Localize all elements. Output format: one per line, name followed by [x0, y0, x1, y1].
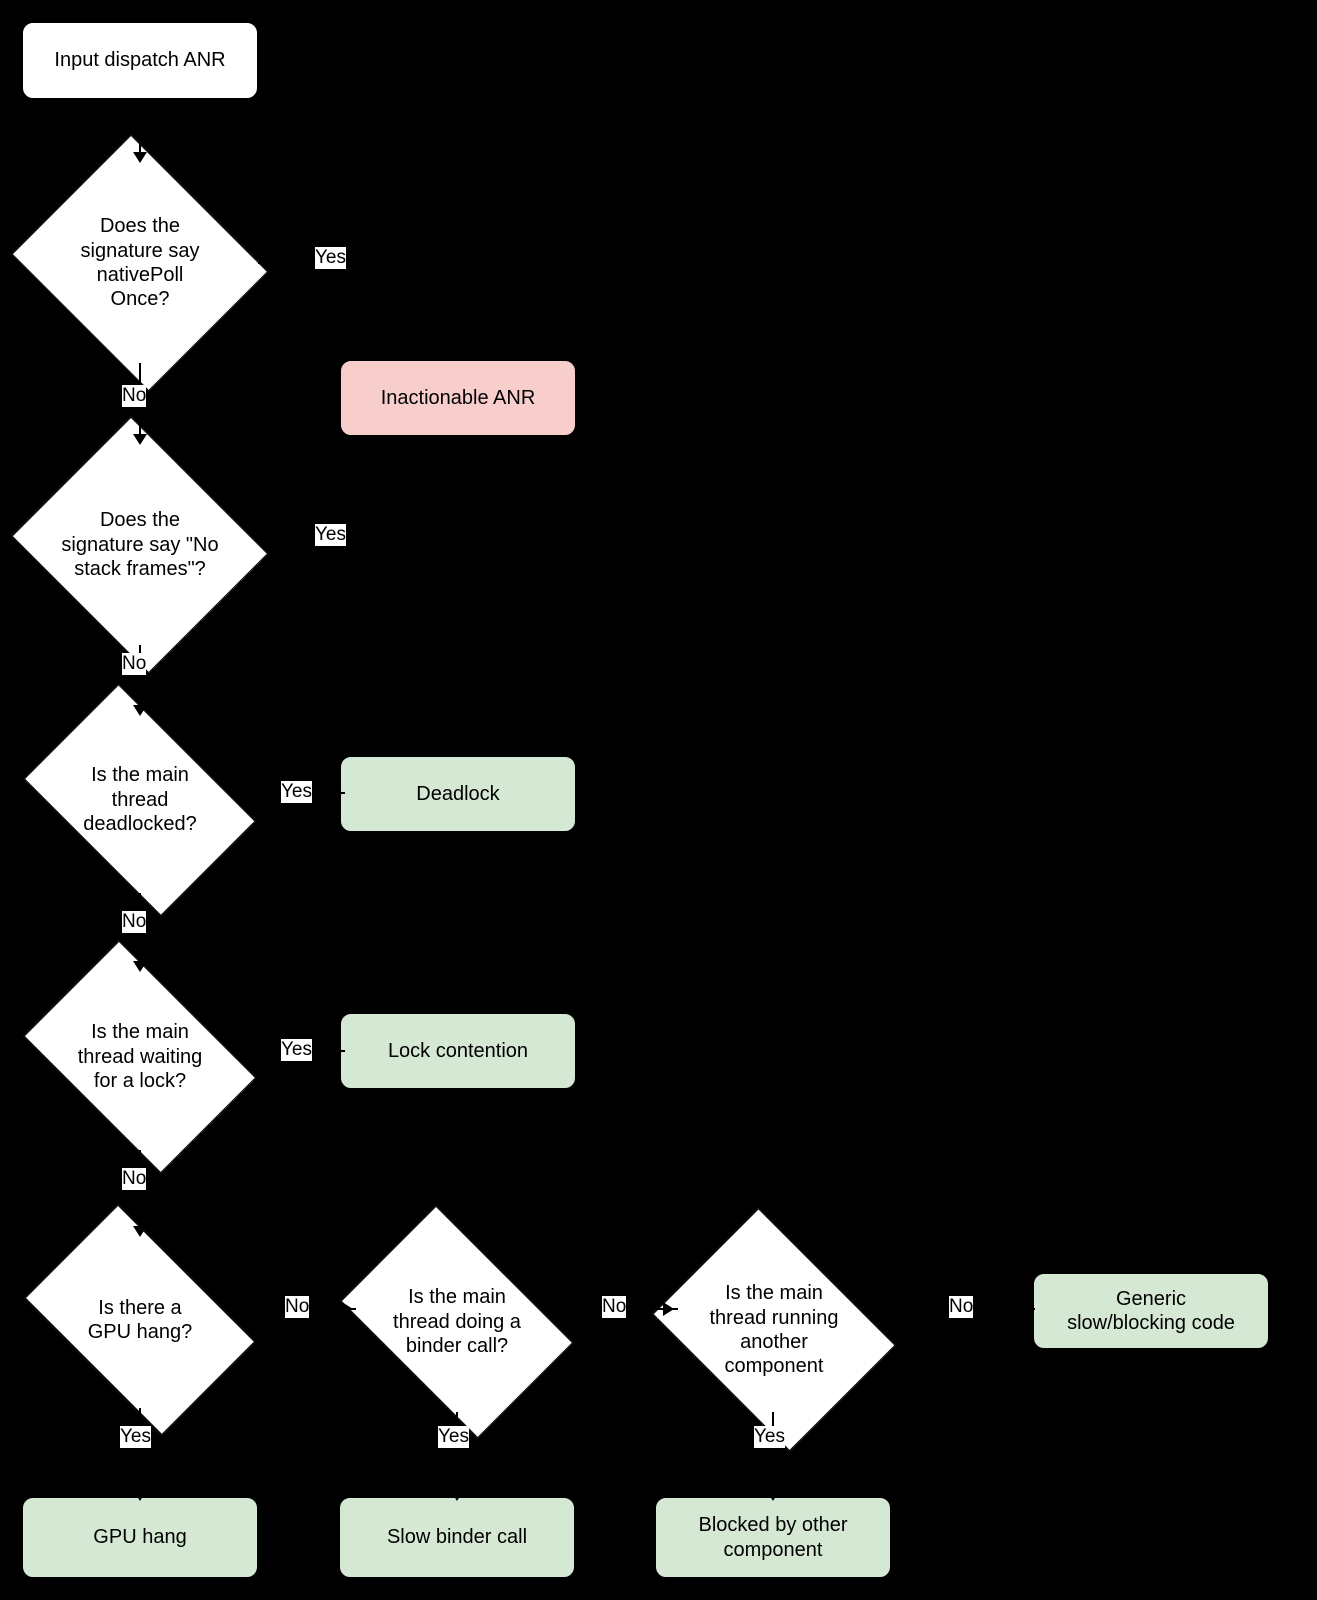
arrow-binder-yes — [450, 1490, 464, 1501]
arrow-deadlocked-no — [133, 961, 147, 972]
node-label: Is the main thread waiting for a lock? — [77, 1021, 203, 1093]
node-question-binder-call[interactable]: Is the main thread doing a binder call? — [321, 1205, 593, 1439]
node-input-dispatch-anr[interactable]: Input dispatch ANR — [22, 22, 258, 99]
edge-nativepoll-yes — [258, 262, 458, 264]
edge-label-binder-no: No — [602, 1296, 627, 1318]
edge-label-gpuhang-no: No — [285, 1296, 310, 1318]
edge-label-deadlocked-yes: Yes — [281, 781, 312, 803]
edge-gpuhang-yes — [139, 1408, 141, 1492]
node-lock-contention[interactable]: Lock contention — [340, 1013, 576, 1089]
edge-label-gpuhang-yes: Yes — [120, 1426, 151, 1448]
edge-binder-no — [580, 1308, 678, 1310]
node-label: Lock contention — [387, 1039, 529, 1062]
node-label: Does the signature say "No stack frames"… — [61, 509, 219, 581]
arrow-gpuhang-yes — [133, 1490, 147, 1501]
node-label: Generic slow/blocking code — [1067, 1287, 1235, 1334]
node-blocked-by-other-component[interactable]: Blocked by other component — [655, 1497, 891, 1578]
edge-nostack-yes — [258, 539, 458, 541]
edge-label-othercomp-yes: Yes — [754, 1426, 785, 1448]
edge-label-nativepoll-yes: Yes — [315, 247, 346, 269]
edge-label-othercomp-no: No — [949, 1296, 974, 1318]
node-label: Deadlock — [416, 782, 500, 805]
node-gpu-hang-result[interactable]: GPU hang — [22, 1497, 258, 1578]
node-question-running-another-component[interactable]: Is the main thread running another compo… — [638, 1208, 910, 1452]
arrow-start-to-nativepoll — [133, 152, 147, 163]
node-question-main-thread-deadlocked[interactable]: Is the main thread deadlocked? — [4, 684, 276, 916]
node-question-nativepolloncce[interactable]: Does the signature say nativePoll Once? — [4, 134, 276, 392]
node-label: Inactionable ANR — [380, 386, 536, 409]
node-deadlock[interactable]: Deadlock — [340, 756, 576, 832]
edge-othercomp-yes — [772, 1412, 774, 1492]
edge-label-waitinglock-yes: Yes — [281, 1039, 312, 1061]
node-label: Blocked by other component — [698, 1514, 848, 1561]
edge-label-waitinglock-no: No — [122, 1168, 147, 1190]
edge-nostack-no — [139, 645, 141, 707]
edge-label-nostack-no: No — [122, 653, 147, 675]
edge-label-nostack-yes: Yes — [315, 524, 346, 546]
arrow-nativepoll-yes — [450, 350, 464, 361]
node-label: Is the main thread doing a binder call? — [393, 1286, 521, 1358]
edge-label-binder-yes: Yes — [438, 1426, 469, 1448]
node-label: Input dispatch ANR — [54, 49, 226, 72]
node-generic-slow-blocking-code[interactable]: Generic slow/blocking code — [1033, 1273, 1269, 1349]
edge-label-deadlocked-no: No — [122, 911, 147, 933]
node-inactionable-anr[interactable]: Inactionable ANR — [340, 360, 576, 436]
node-question-waiting-for-lock[interactable]: Is the main thread waiting for a lock? — [4, 940, 276, 1174]
node-label: Does the signature say nativePoll Once? — [80, 215, 200, 311]
edge-nativepoll-yes-down — [456, 262, 458, 352]
edge-label-nativepoll-no: No — [122, 385, 147, 407]
edge-binder-yes — [456, 1412, 458, 1492]
arrow-nostack-no — [133, 705, 147, 716]
arrow-othercomp-no — [1022, 1302, 1033, 1316]
edge-start-to-nativepoll — [139, 98, 141, 153]
node-label: Slow binder call — [386, 1526, 528, 1549]
arrow-gpuhang-no — [342, 1302, 353, 1316]
arrow-binder-no — [663, 1302, 674, 1316]
node-question-no-stack-frames[interactable]: Does the signature say "No stack frames"… — [4, 416, 276, 674]
arrow-nativepoll-no — [133, 434, 147, 445]
node-question-gpu-hang[interactable]: Is there a GPU hang? — [4, 1204, 276, 1436]
arrow-waitinglock-no — [133, 1226, 147, 1237]
arrow-othercomp-yes — [766, 1490, 780, 1501]
arrow-deadlocked-yes — [332, 786, 343, 800]
node-label: Is the main thread running another compo… — [709, 1282, 839, 1378]
node-label: GPU hang — [93, 1526, 187, 1549]
arrow-waitinglock-yes — [332, 1044, 343, 1058]
node-label: Is there a GPU hang? — [87, 1296, 193, 1343]
node-slow-binder-call[interactable]: Slow binder call — [339, 1497, 575, 1578]
arrow-nostack-yes — [447, 533, 458, 547]
node-label: Is the main thread deadlocked? — [83, 764, 197, 836]
